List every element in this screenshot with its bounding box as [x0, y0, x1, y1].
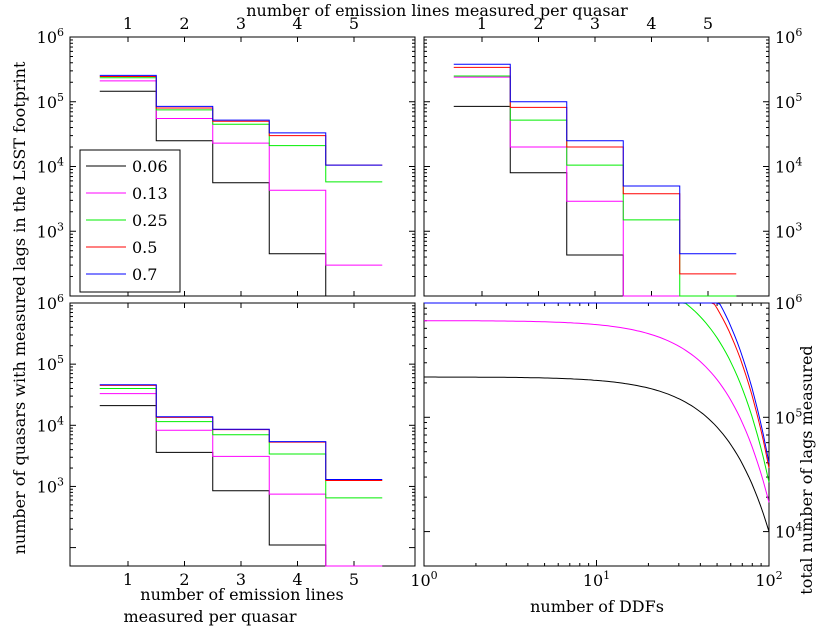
y-tick-label: 105: [775, 406, 802, 427]
legend-label: 0.06: [132, 157, 168, 176]
series-line-0.7: [99, 384, 383, 480]
x-tick-label: 5: [349, 14, 359, 33]
legend-label: 0.13: [132, 184, 168, 203]
series-line-0.5: [424, 302, 770, 469]
y-tick-label: 104: [37, 156, 64, 177]
y-tick-label: 105: [37, 353, 64, 374]
bottom-xlabel-right: number of DDFs: [530, 597, 664, 616]
panel-bottom-right: 104 105 106 100 101 102: [410, 292, 802, 590]
x-tick-label: 3: [236, 570, 246, 589]
x-tick-label: 3: [590, 14, 600, 33]
top-xlabel: number of emission lines measured per qu…: [246, 1, 628, 20]
y-tick-label: 106: [775, 26, 802, 47]
series-line-0.25: [453, 75, 737, 297]
series-line-0.25: [424, 302, 770, 483]
series-line-0.5: [99, 384, 383, 482]
legend-label: 0.25: [132, 211, 168, 230]
y-tick-label: 104: [775, 521, 802, 542]
series-line-0.7: [99, 74, 383, 166]
y-tick-label: 106: [37, 292, 64, 313]
left-ylabel: number of quasars with measured lags in …: [10, 61, 29, 554]
y-tick-label: 103: [37, 220, 64, 241]
x-tick-label: 4: [292, 14, 302, 33]
x-tick-label: 4: [646, 14, 656, 33]
x-tick-label: 1: [123, 14, 133, 33]
bottom-xlabel-left-line1: number of emission lines: [140, 585, 343, 604]
x-tick-label: 3: [236, 14, 246, 33]
x-tick-label: 4: [292, 570, 302, 589]
y-tick-label: 105: [37, 91, 64, 112]
x-tick-label: 2: [179, 570, 189, 589]
y-tick-label: 103: [775, 220, 802, 241]
series-line-0.13: [453, 76, 737, 297]
legend-label: 0.5: [132, 238, 157, 257]
x-tick-label: 2: [179, 14, 189, 33]
x-tick-label: 5: [349, 570, 359, 589]
panel-top-left: 103 104 105 106 1 2 3 4 5: [37, 14, 416, 297]
bottom-xlabel-left-line2: measured per quasar: [123, 607, 296, 626]
panel-frame: [423, 302, 770, 567]
x-tick-label: 100: [410, 569, 437, 590]
series-line-0.25: [99, 387, 383, 499]
legend-box: [79, 149, 181, 293]
series-line-0.7: [424, 302, 770, 463]
x-tick-label: 102: [755, 569, 782, 590]
y-tick-label: 105: [775, 91, 802, 112]
panel-top-right: 103 104 105 106 1 2 3 4 5: [423, 14, 802, 297]
right-ylabel: total number of lags measured: [797, 345, 816, 594]
series-line-0.06: [424, 376, 770, 532]
y-tick-label: 106: [775, 292, 802, 313]
panel-bottom-left: 103 104 105 106 1 2 3 4 5: [37, 292, 416, 589]
legend-label: 0.7: [132, 265, 157, 284]
series-line-0.13: [424, 320, 770, 503]
series-line-0.5: [453, 66, 737, 275]
legend: 0.06 0.13 0.25 0.5 0.7: [79, 149, 181, 293]
x-tick-label: 2: [533, 14, 543, 33]
x-tick-label: 5: [703, 14, 713, 33]
y-tick-label: 104: [37, 414, 64, 435]
x-tick-label: 1: [123, 570, 133, 589]
y-tick-label: 104: [775, 156, 802, 177]
series-line-0.7: [453, 63, 737, 255]
y-tick-label: 103: [37, 475, 64, 496]
x-tick-label: 1: [477, 14, 487, 33]
x-tick-label: 101: [583, 569, 610, 590]
y-tick-label: 106: [37, 26, 64, 47]
